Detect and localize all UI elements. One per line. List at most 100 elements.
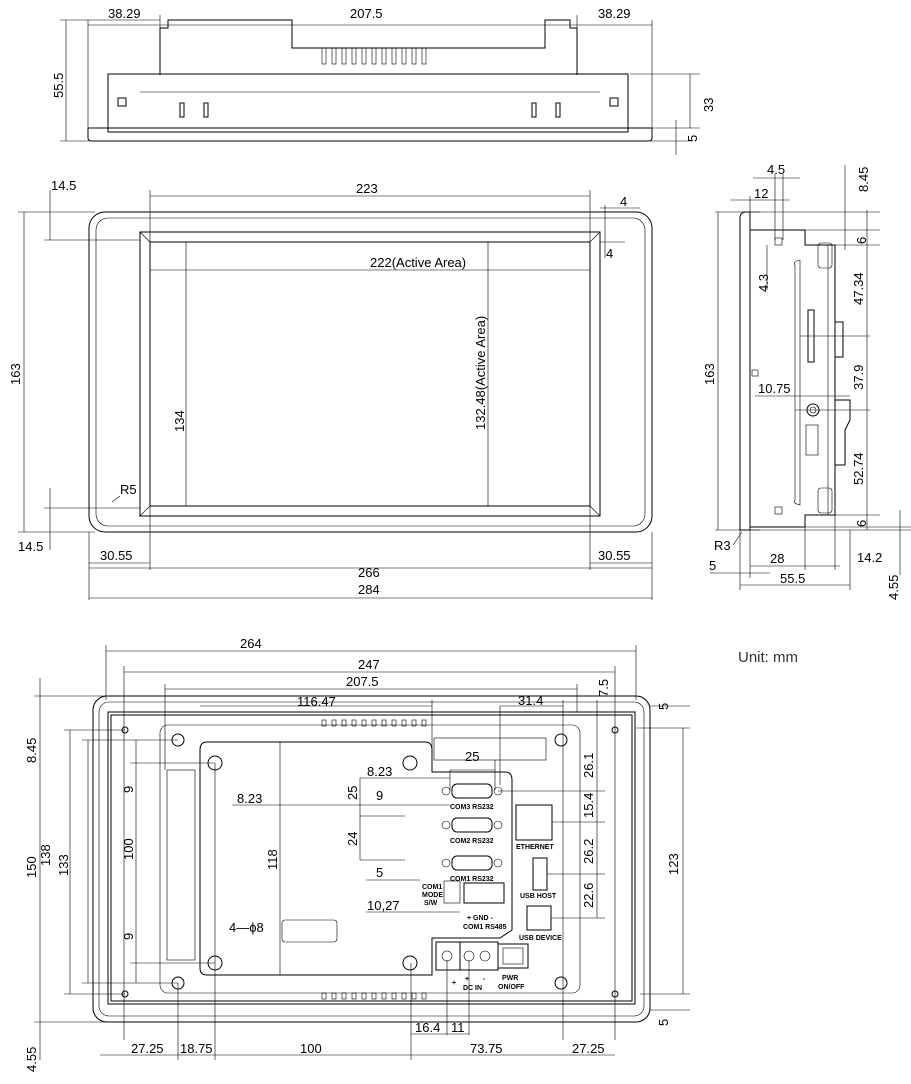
dim-150: 150	[24, 856, 39, 878]
label-ethernet: ETHERNET	[516, 844, 554, 851]
dim-14-5-top: 14.5	[51, 178, 76, 193]
dim-4-3: 4.3	[756, 274, 771, 292]
dim-38-29-right: 38.29	[598, 6, 631, 21]
dim-16-4: 16.4	[415, 1020, 440, 1035]
vent-fin	[381, 992, 387, 1000]
vent-fin	[341, 719, 347, 727]
dim-4-55-side: 4.55	[886, 575, 901, 600]
dim-22-6: 22.6	[581, 883, 596, 908]
dim-8-23-left: 8.23	[237, 791, 262, 806]
dim-18-75: 18.75	[180, 1041, 213, 1056]
label-com1: COM1 RS232	[450, 876, 494, 883]
vent-fin	[361, 47, 367, 65]
dim-37-9: 37.9	[851, 365, 866, 390]
label-dc-in: DC IN	[463, 985, 482, 992]
dim-223: 223	[356, 181, 378, 196]
dim-247: 247	[358, 657, 380, 672]
dim-r3: R3	[714, 538, 731, 553]
vent-fin	[401, 47, 407, 65]
dim-27-25-left: 27.25	[131, 1041, 164, 1056]
vent-fin	[361, 719, 367, 727]
dim-38-29-left: 38.29	[108, 6, 141, 21]
front-view: 223 222(Active Area) 132.48(Active Area)…	[8, 178, 653, 600]
dim-r5: R5	[120, 482, 137, 497]
dim-11: 11	[451, 1020, 465, 1035]
vent-fin	[411, 719, 417, 727]
dim-52-74: 52.74	[851, 452, 866, 485]
vent-fin	[381, 47, 387, 65]
dim-8-45-back: 8.45	[24, 738, 39, 763]
vent-fin	[351, 47, 357, 65]
power-switch	[497, 943, 529, 969]
dim-10-27: 10,27	[367, 898, 400, 913]
dim-9-slot: 9	[376, 788, 383, 803]
dc-terminal	[435, 941, 499, 971]
dim-5-side: 5	[709, 558, 716, 573]
dim-207-5-back: 207.5	[346, 674, 379, 689]
label-dc-plus: +	[465, 976, 469, 983]
vent-fin	[331, 992, 337, 1000]
dim-134: 134	[172, 410, 187, 432]
vent-fin	[371, 47, 377, 65]
dim-4-55-back: 4.55	[24, 1047, 39, 1072]
vent-fin	[331, 47, 337, 65]
dim-55-5-side: 55.5	[780, 571, 805, 586]
dim-14-5-bottom: 14.5	[18, 539, 43, 554]
dim-222-active-area: 222(Active Area)	[370, 255, 466, 270]
unit-label: Unit: mm	[738, 649, 798, 666]
label-com1-mode-2: MODE	[422, 892, 443, 899]
usb-device-port	[526, 905, 552, 931]
dim-30-55-left: 30.55	[100, 548, 133, 563]
dim-116-47: 116.47	[297, 694, 336, 709]
dim-26-1: 26.1	[581, 753, 596, 778]
dim-7-5: 7.5	[596, 679, 611, 697]
vent-fin	[361, 992, 367, 1000]
label-ground-plus: +	[452, 980, 456, 987]
label-com1-rs485: COM1 RS485	[463, 924, 507, 931]
dim-5-top-back: 5	[656, 703, 671, 710]
dim-163: 163	[8, 363, 23, 385]
dim-28: 28	[770, 551, 784, 566]
vent-fin	[341, 47, 347, 65]
label-com2: COM2 RS232	[450, 838, 494, 845]
dim-47-34: 47.34	[851, 272, 866, 305]
label-dc-minus: -	[483, 976, 486, 983]
dim-30-55-right: 30.55	[598, 548, 631, 563]
db9-com3	[441, 783, 503, 799]
rs485-terminal	[463, 882, 505, 904]
ethernet-port	[515, 804, 553, 841]
db9-com2	[441, 817, 503, 833]
dim-8-45: 8.45	[856, 167, 871, 192]
dim-4-top: 4	[620, 194, 627, 209]
vent-fin	[401, 719, 407, 727]
dim-118: 118	[265, 849, 280, 870]
label-com1-mode-1: COM1	[422, 884, 442, 891]
vent-fin	[321, 992, 327, 1000]
dim-123: 123	[666, 853, 681, 875]
dim-163-side: 163	[702, 363, 717, 385]
label-rs485-pins: + GND -	[467, 915, 494, 922]
dim-266: 266	[358, 565, 380, 580]
dim-73-75: 73.75	[470, 1041, 503, 1056]
vent-fin	[371, 719, 377, 727]
dim-100-horizontal: 100	[300, 1041, 322, 1056]
dim-33: 33	[701, 98, 716, 112]
dim-55-5: 55.5	[51, 73, 66, 98]
dim-4-bottom: 4	[606, 246, 613, 261]
label-pwr: PWR	[502, 975, 518, 982]
back-view: 264 247 207.5 116.47 31.4 7.5 5 8.45 150…	[24, 636, 690, 1072]
dim-4-holes-dia-8: 4—ϕ8	[229, 920, 264, 935]
dim-138: 138	[38, 844, 53, 866]
usb-host-port	[532, 857, 548, 891]
vent-fin	[381, 719, 387, 727]
vent-fin	[421, 719, 427, 727]
dim-24: 24	[345, 832, 360, 846]
dim-25-horizontal: 25	[465, 749, 479, 764]
side-view: 4.5 12 8.45 6 4.3 47.34 163 37.9 10.75 5…	[702, 162, 911, 600]
vent-fin	[391, 719, 397, 727]
vent-fin	[421, 47, 427, 65]
dim-9-bottom: 9	[121, 933, 136, 940]
label-on-off: ON/OFF	[498, 984, 525, 991]
vent-fin	[321, 47, 327, 65]
